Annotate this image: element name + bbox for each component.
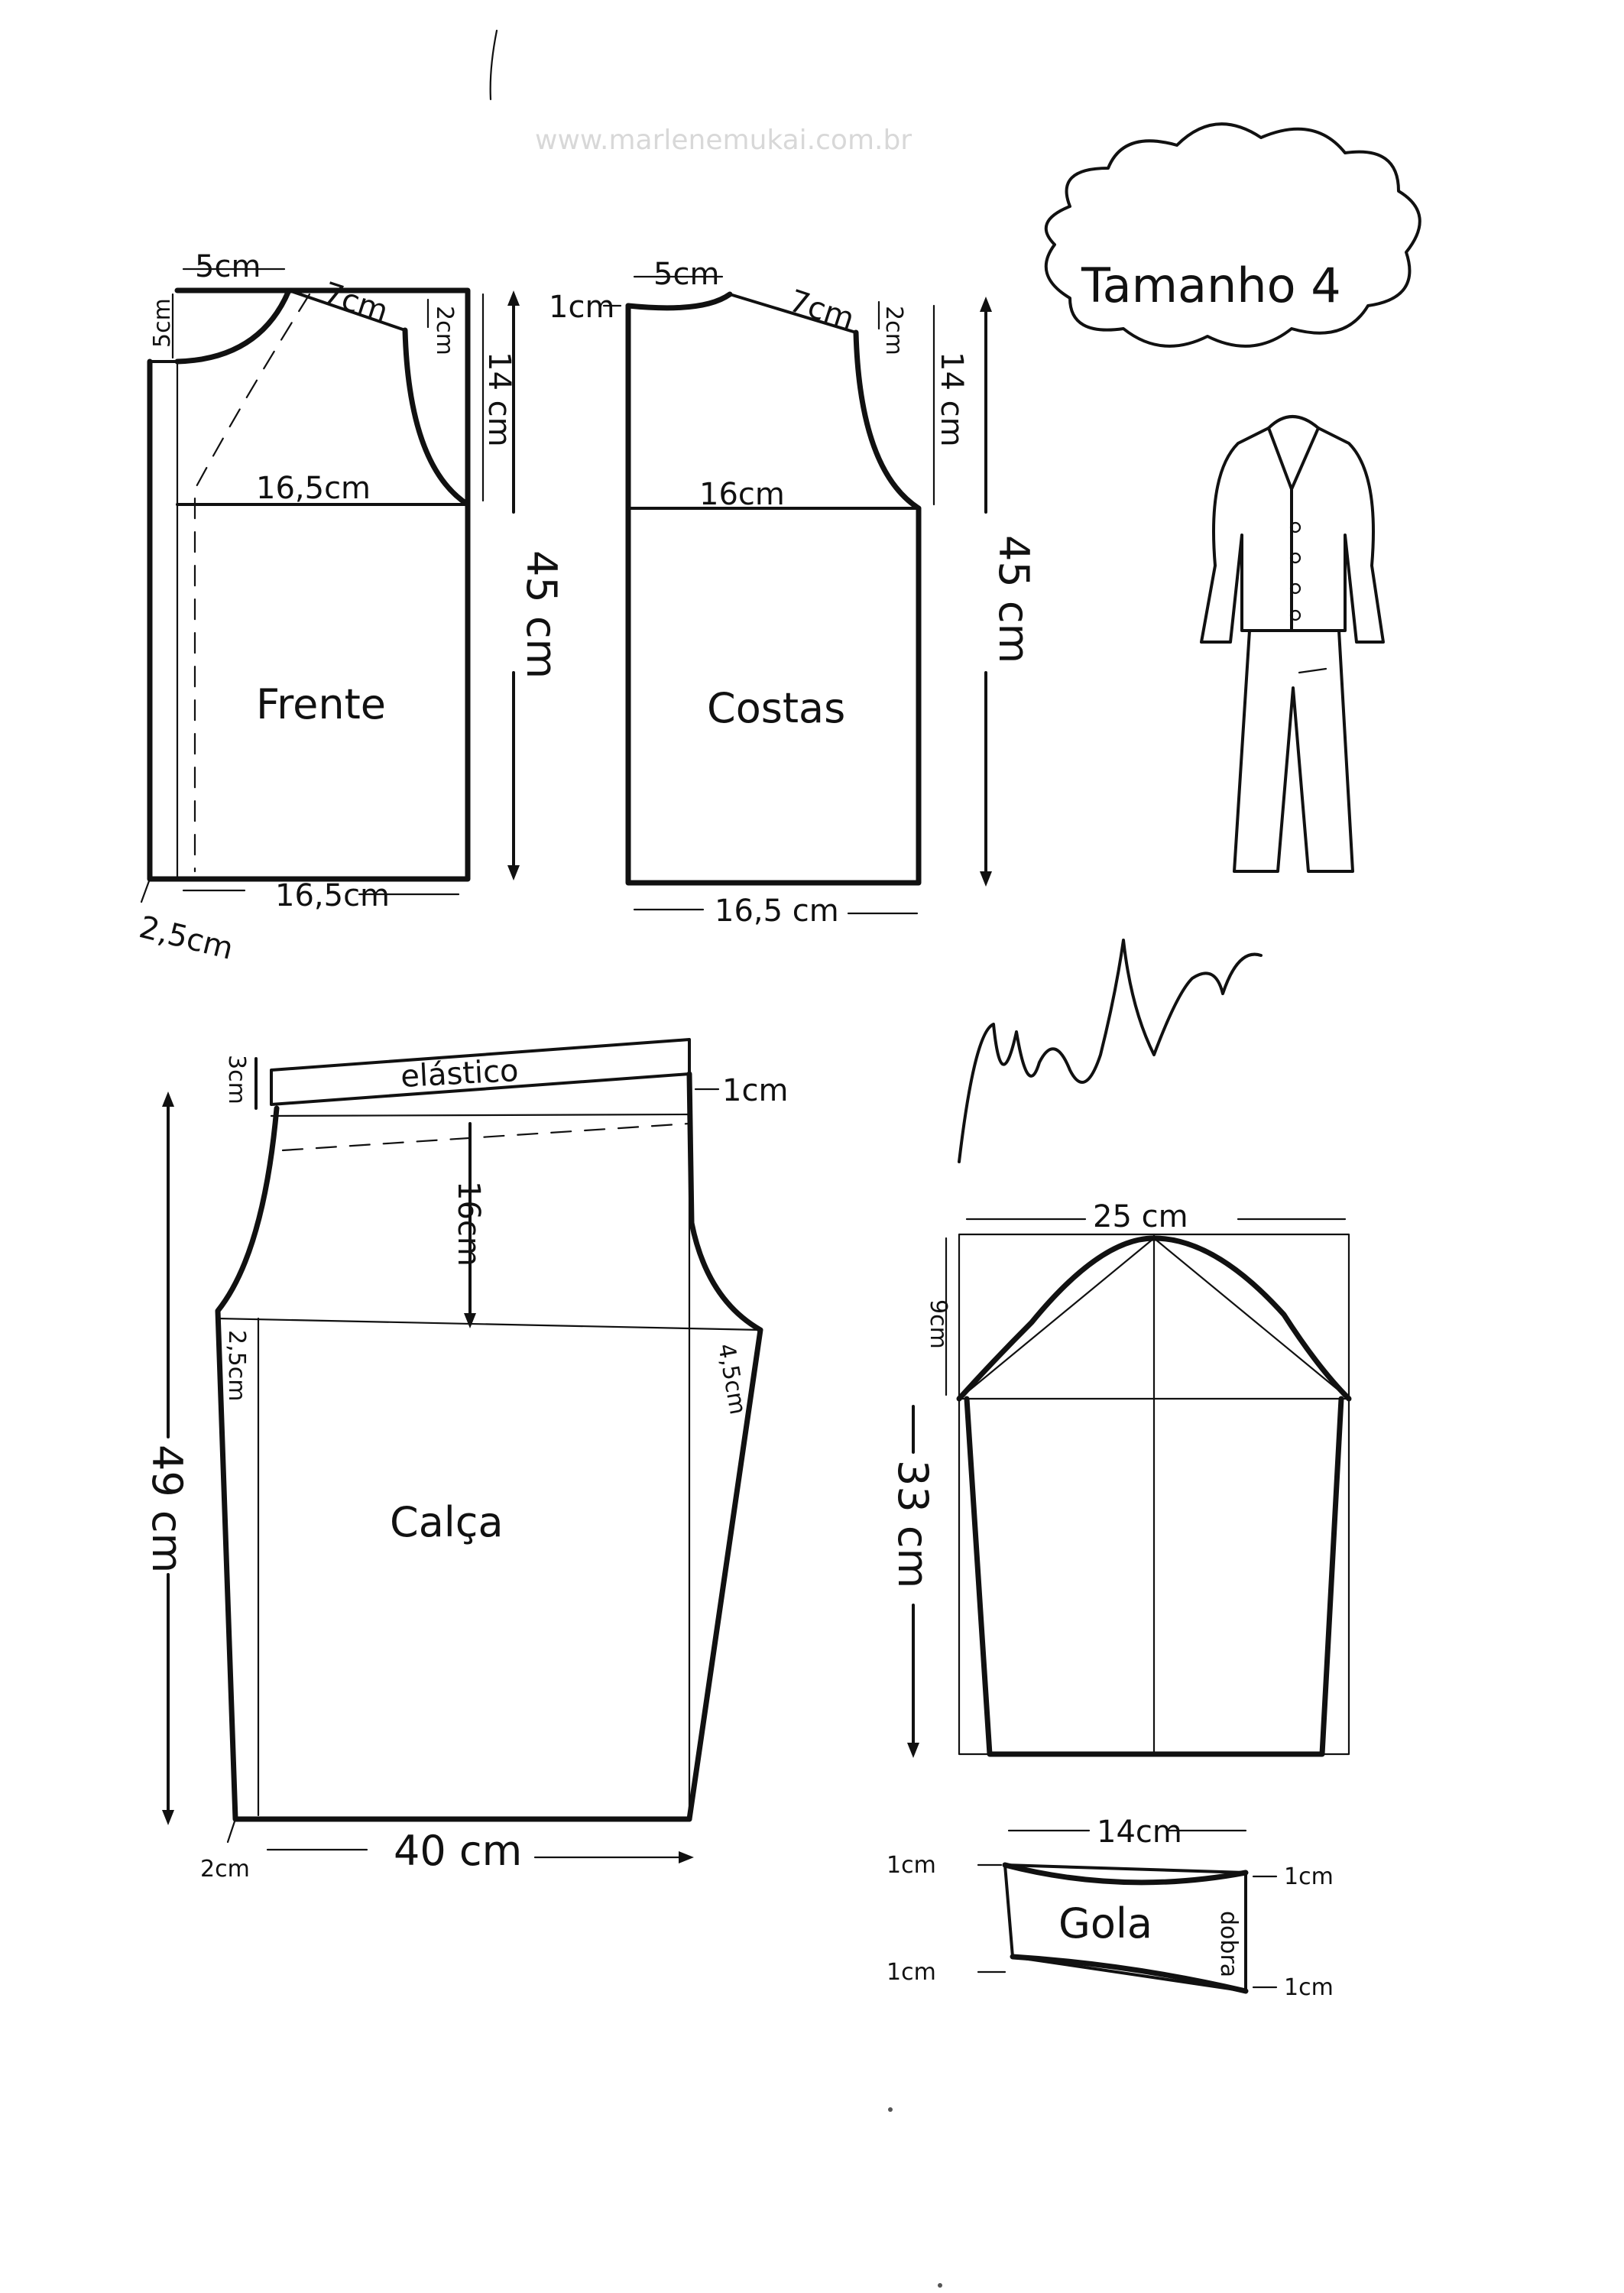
collar-fold: dobra (1215, 1911, 1242, 1977)
stray-mark (489, 29, 498, 101)
back-label: Costas (707, 684, 845, 732)
size-cloud (1044, 122, 1421, 348)
signature-text: Marlene Mukai (994, 1096, 1217, 1131)
pants-piece (162, 1038, 763, 1863)
collar-corner-bottom-right: 1cm (1284, 1974, 1334, 2001)
front-outline (147, 287, 471, 882)
size-title: Tamanho 4 (1081, 258, 1341, 313)
sleeve-width: 25 cm (1093, 1199, 1188, 1234)
pants-left-side (215, 1105, 692, 1822)
front-hem-width: 16,5cm (275, 878, 390, 913)
back-hem-width: 16,5 cm (715, 894, 839, 929)
watermark-text: www.marlenemukai.com.br (535, 125, 912, 156)
pants-waist-side: 1cm (722, 1073, 788, 1108)
pants-waistband-height: 3cm (223, 1055, 250, 1104)
front-neckline (174, 287, 292, 365)
back-neck-width: 5cm (653, 257, 719, 292)
front-neck-width: 5cm (195, 249, 261, 284)
back-shoulder-drop: 2cm (880, 306, 907, 355)
back-neck-depth: 1cm (549, 290, 614, 325)
signature-stroke (958, 939, 1263, 1163)
back-outline (625, 303, 922, 886)
pants-waistband-label: elástico (400, 1053, 520, 1095)
front-label: Frente (256, 680, 386, 728)
front-chest-width: 16,5cm (256, 471, 371, 506)
front-shoulder-drop: 2cm (431, 306, 458, 355)
front-lapel-dashed (193, 293, 311, 873)
pants-right-side (686, 1071, 763, 1822)
pants-length: 49 cm (143, 1445, 191, 1573)
pants-fold-dashed (281, 1122, 691, 1152)
front-placket-width: 2,5cm (136, 910, 237, 967)
collar-piece (977, 1829, 1278, 1994)
pants-label: Calça (390, 1498, 504, 1546)
collar-width: 14cm (1097, 1815, 1182, 1850)
pants-crotch-line (216, 1317, 762, 1331)
back-chest-width: 16cm (699, 477, 785, 512)
front-shoulder-length: 7cm (319, 276, 392, 329)
pants-hem-width: 40 cm (394, 1827, 522, 1875)
pants-hem-offset: 2cm (200, 1856, 250, 1883)
front-armhole (402, 327, 471, 508)
back-length: 45 cm (990, 535, 1038, 663)
collar-corner-top-right: 1cm (1284, 1863, 1334, 1890)
back-piece (602, 275, 992, 915)
front-armhole-depth: 14 cm (481, 352, 517, 447)
pajama-illustration (1200, 415, 1385, 873)
collar-corner-bottom-left: 1cm (887, 1959, 936, 1986)
cloud-outline (1044, 122, 1421, 348)
back-armhole-depth: 14 cm (934, 352, 969, 447)
sleeve-cap-height: 9cm (925, 1299, 951, 1349)
front-piece (140, 268, 520, 903)
back-shoulder-length: 7cm (785, 284, 858, 337)
pants-crotch-front: 2,5cm (223, 1330, 250, 1401)
collar-corner-top-left: 1cm (887, 1852, 936, 1879)
back-neckline (625, 291, 733, 311)
back-shoulder (728, 293, 857, 334)
sleeve-sides (964, 1396, 1344, 1757)
sleeve-length: 33 cm (889, 1460, 937, 1588)
back-armhole (853, 329, 922, 511)
pants-crotch-back: 4,5cm (712, 1341, 751, 1416)
front-length: 45 cm (517, 550, 566, 679)
pants-rise: 16cm (451, 1181, 486, 1267)
front-neck-depth: 5cm (149, 298, 176, 348)
sleeve-piece (907, 1218, 1352, 1758)
collar-label: Gola (1058, 1899, 1152, 1948)
